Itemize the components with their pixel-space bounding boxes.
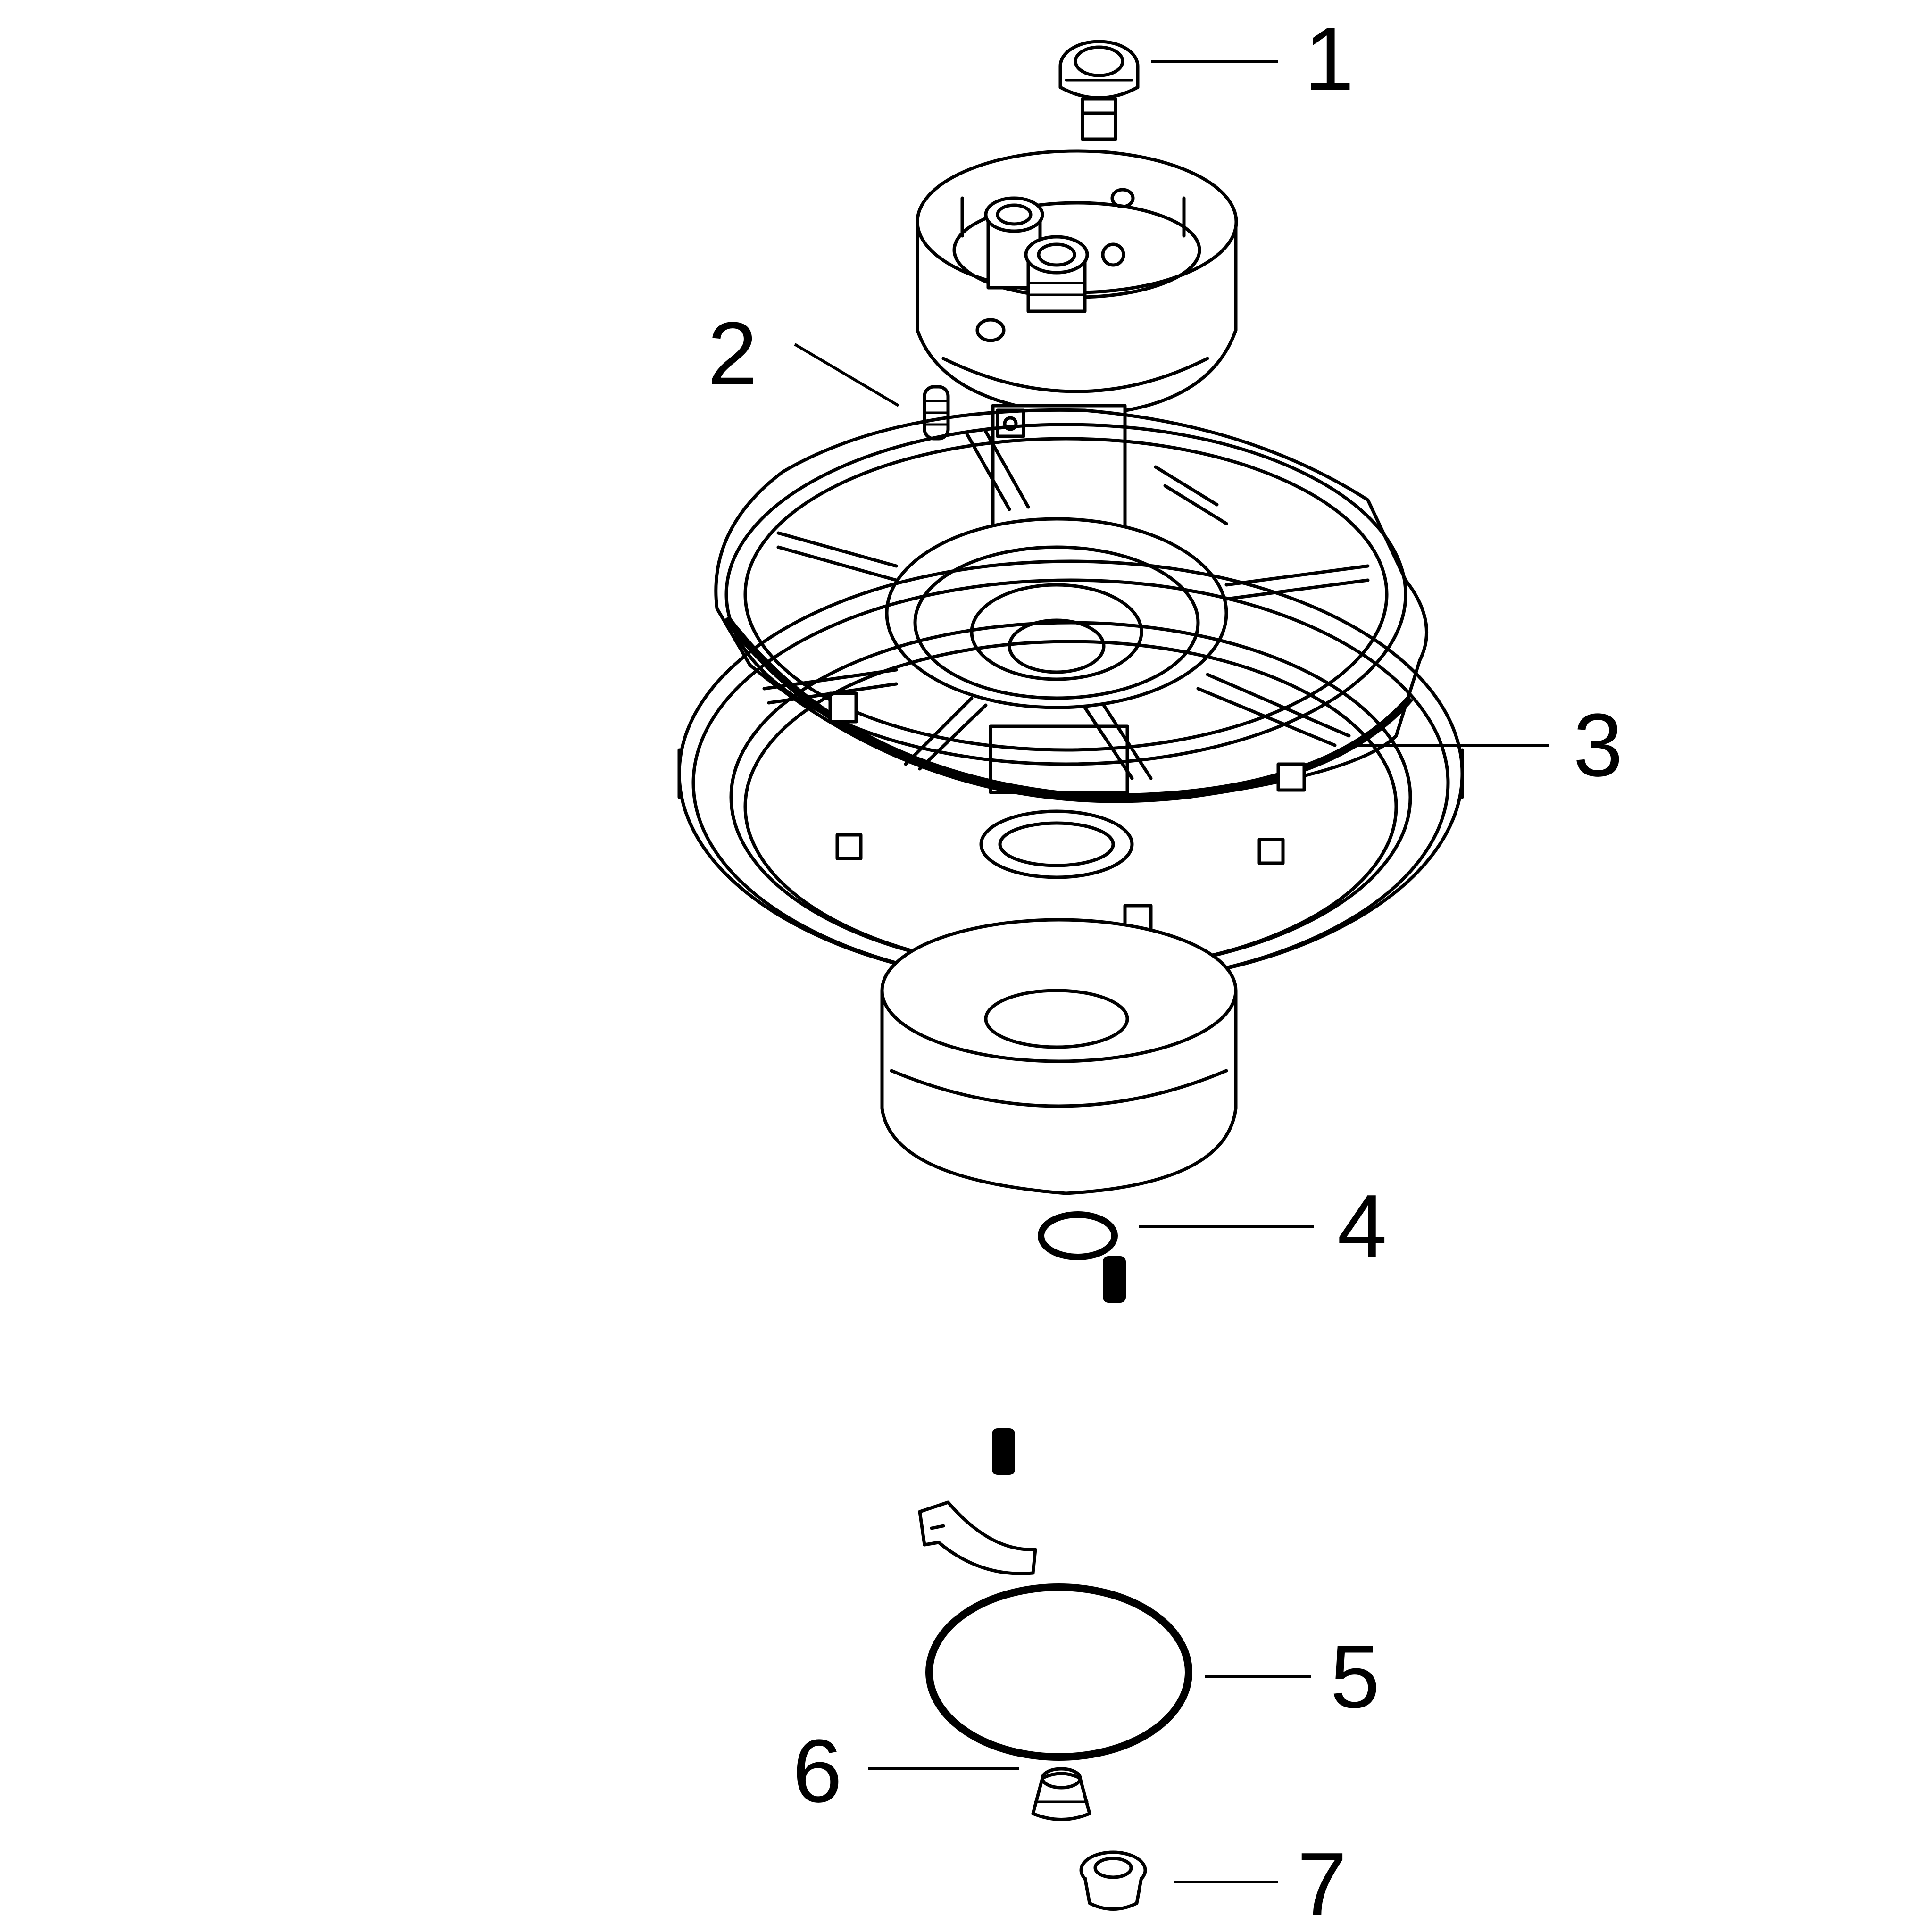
callout-1: 1 [1304,9,1354,109]
callout-3: 3 [1573,695,1623,795]
control-head [916,149,1238,417]
callout-7: 7 [1297,1834,1347,1932]
leader-2 [794,343,899,407]
part-7-grommet [1079,1850,1147,1911]
callout-4: 4 [1337,1176,1387,1276]
part-6-cap [1031,1767,1091,1821]
callout-6: 6 [792,1721,842,1821]
part-2-pin [923,385,1025,441]
part-1-cartridge-cap [1058,40,1140,141]
part-5-large-o-ring [925,1583,1192,1761]
segment-clip [918,1500,1037,1575]
callout-5: 5 [1330,1627,1380,1727]
part-4-o-ring [992,1211,1126,1475]
callout-2: 2 [708,304,758,404]
bottom-housing [880,918,1238,1195]
